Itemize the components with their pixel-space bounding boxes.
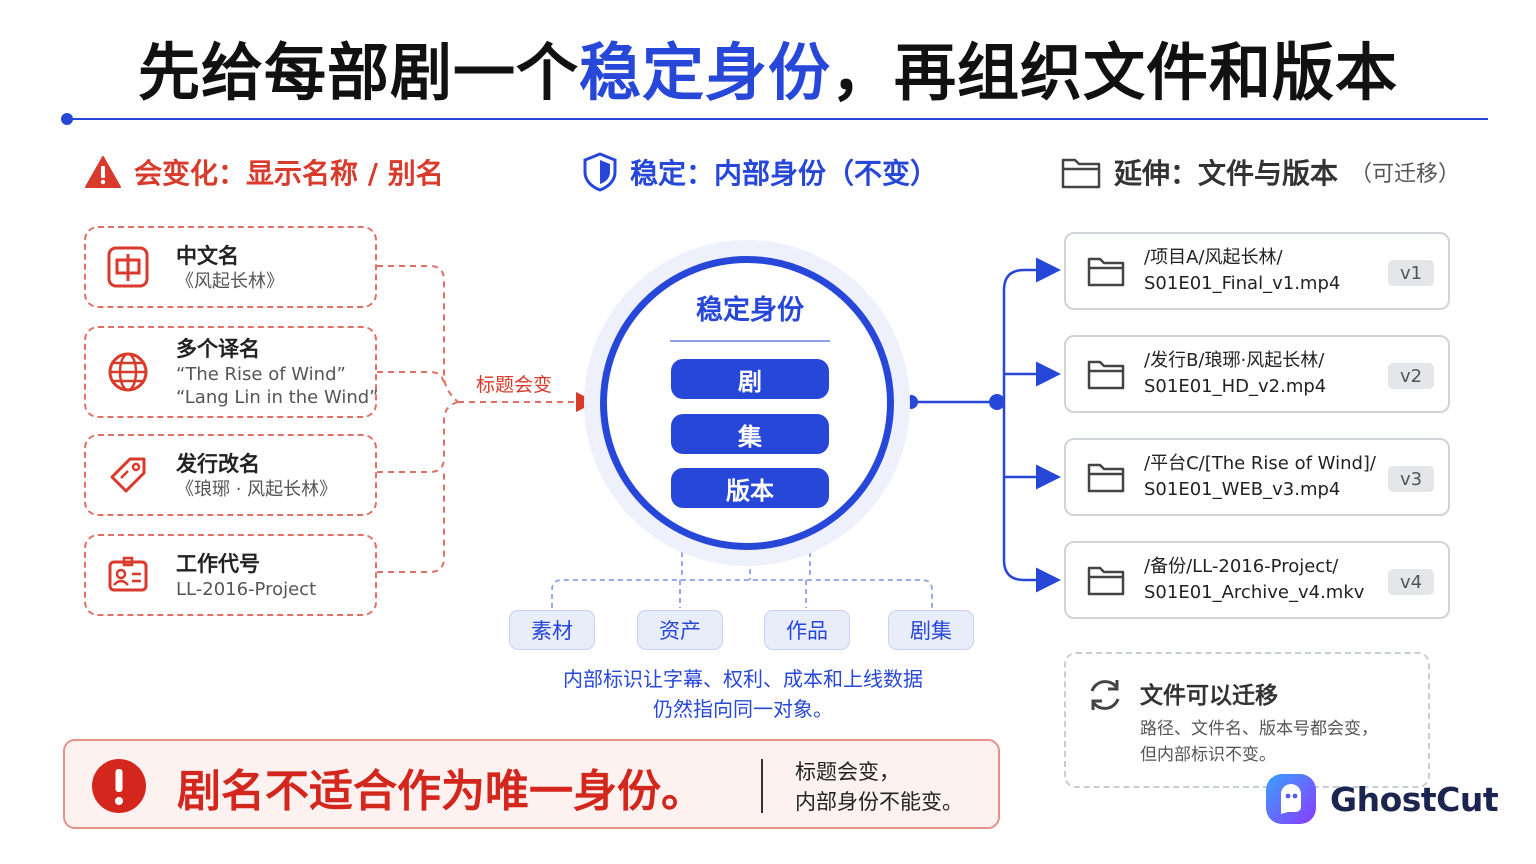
name-card-title: 多个译名	[176, 337, 260, 361]
column-header-stable-label: 稳定：内部身份（不变）	[630, 157, 939, 190]
alert-circle-icon	[92, 759, 146, 813]
version-badge: v1	[1388, 260, 1434, 286]
column-header-extend-label: 延伸：文件与版本	[1114, 157, 1339, 190]
name-card-line: 《风起长林》	[176, 270, 284, 292]
file-path-dir: /发行B/琅琊·风起长林/	[1144, 350, 1325, 371]
logo-text: GhostCut	[1330, 779, 1499, 819]
tags-note: 内部标识让字幕、权利、成本和上线数据 仍然指向同一对象。	[520, 664, 966, 724]
warning-text: 剧名不适合作为唯一身份。	[177, 766, 705, 817]
warning-note-line: 标题会变，	[795, 760, 900, 784]
column-header-changing-label: 会变化：显示名称 / 别名	[134, 157, 444, 190]
migrate-line: 路径、文件名、版本号都会变，	[1140, 719, 1378, 739]
tags-note-line: 内部标识让字幕、权利、成本和上线数据	[563, 667, 923, 691]
identity-item-series: 剧	[671, 359, 829, 399]
column-header-extend: 延伸：文件与版本 （可迁移）	[1060, 150, 1460, 194]
page-title: 先给每部剧一个稳定身份，再组织文件和版本	[0, 22, 1536, 112]
folder-icon	[1061, 158, 1101, 189]
tag-work: 作品	[764, 610, 850, 650]
name-card-release: 发行改名 《琅琊 · 风起长林》	[84, 434, 377, 516]
folder-icon	[1087, 257, 1125, 287]
brand-logo: GhostCut	[1262, 770, 1499, 828]
tags-note-line: 仍然指向同一对象。	[653, 697, 833, 721]
file-path-dir: /备份/LL-2016-Project/	[1144, 556, 1339, 577]
version-badge: v3	[1388, 466, 1434, 492]
version-badge: v2	[1388, 363, 1434, 389]
version-badge: v4	[1388, 569, 1434, 595]
title-prefix: 先给每部剧一个	[137, 36, 579, 109]
file-card: /项目A/风起长林/ S01E01_Final_v1.mp4 v1	[1064, 232, 1450, 310]
folder-icon	[1087, 463, 1125, 493]
warning-note: 标题会变， 内部身份不能变。	[795, 757, 963, 817]
title-highlight: 稳定身份	[578, 36, 831, 109]
name-card-translations: 多个译名 “The Rise of Wind” “Lang Lin in the…	[84, 326, 379, 418]
column-header-stable: 稳定：内部身份（不变）	[582, 150, 938, 194]
id-card-icon	[108, 556, 148, 592]
name-card-line: “The Rise of Wind”	[176, 364, 346, 385]
tag-asset: 资产	[637, 610, 723, 650]
identity-divider	[670, 340, 830, 342]
warning-triangle-icon	[85, 156, 121, 188]
column-header-changing: 会变化：显示名称 / 别名	[84, 150, 444, 194]
warning-banner: 剧名不适合作为唯一身份。 标题会变， 内部身份不能变。	[63, 739, 1000, 829]
refresh-icon	[1090, 680, 1120, 710]
file-card: /发行B/琅琊·风起长林/ S01E01_HD_v2.mp4 v2	[1064, 335, 1450, 413]
globe-icon	[108, 352, 148, 392]
file-path-name: S01E01_Final_v1.mp4	[1144, 273, 1341, 294]
tag-episodes: 剧集	[888, 610, 974, 650]
name-card-title: 发行改名	[176, 451, 260, 476]
name-card-codename: 工作代号 LL-2016-Project	[84, 534, 377, 616]
folder-icon	[1087, 566, 1125, 596]
ghost-logo-icon	[1266, 774, 1316, 824]
name-card-line: 《琅琊 · 风起长林》	[176, 478, 338, 500]
file-path-name: S01E01_HD_v2.mp4	[1144, 376, 1327, 397]
shield-icon	[583, 152, 617, 192]
warning-divider	[761, 759, 763, 813]
folder-icon	[1087, 360, 1125, 390]
identity-item-episode: 集	[671, 414, 829, 454]
column-header-extend-sub: （可迁移）	[1350, 162, 1461, 187]
file-card: /备份/LL-2016-Project/ S01E01_Archive_v4.m…	[1064, 541, 1450, 619]
file-path-name: S01E01_Archive_v4.mkv	[1144, 582, 1365, 603]
migrate-line: 但内部标识不变。	[1140, 745, 1276, 765]
tag-material: 素材	[509, 610, 595, 650]
file-path-dir: /平台C/[The Rise of Wind]/	[1144, 453, 1376, 474]
title-divider-dot	[61, 113, 73, 125]
file-path-name: S01E01_WEB_v3.mp4	[1144, 479, 1341, 500]
arrow-label-title-changes: 标题会变	[476, 374, 553, 396]
name-card-chinese: 中文名 《风起长林》	[84, 226, 377, 308]
migrate-note: 文件可以迁移 路径、文件名、版本号都会变， 但内部标识不变。	[1064, 652, 1430, 788]
file-path-dir: /项目A/风起长林/	[1144, 247, 1283, 268]
migrate-desc: 路径、文件名、版本号都会变， 但内部标识不变。	[1140, 716, 1378, 768]
migrate-title: 文件可以迁移	[1140, 683, 1278, 709]
chinese-char-icon	[107, 246, 149, 288]
name-card-title: 工作代号	[176, 551, 260, 576]
file-card: /平台C/[The Rise of Wind]/ S01E01_WEB_v3.m…	[1064, 438, 1450, 516]
title-divider	[66, 118, 1488, 120]
identity-item-version: 版本	[671, 468, 829, 508]
name-card-line: LL-2016-Project	[176, 578, 317, 600]
name-card-title: 中文名	[176, 243, 239, 268]
tag-icon	[110, 457, 146, 493]
name-card-line: “Lang Lin in the Wind”	[176, 387, 379, 408]
warning-note-line: 内部身份不能变。	[795, 790, 963, 814]
title-suffix: ，再组织文件和版本	[831, 36, 1399, 109]
identity-title: 稳定身份	[696, 295, 804, 326]
